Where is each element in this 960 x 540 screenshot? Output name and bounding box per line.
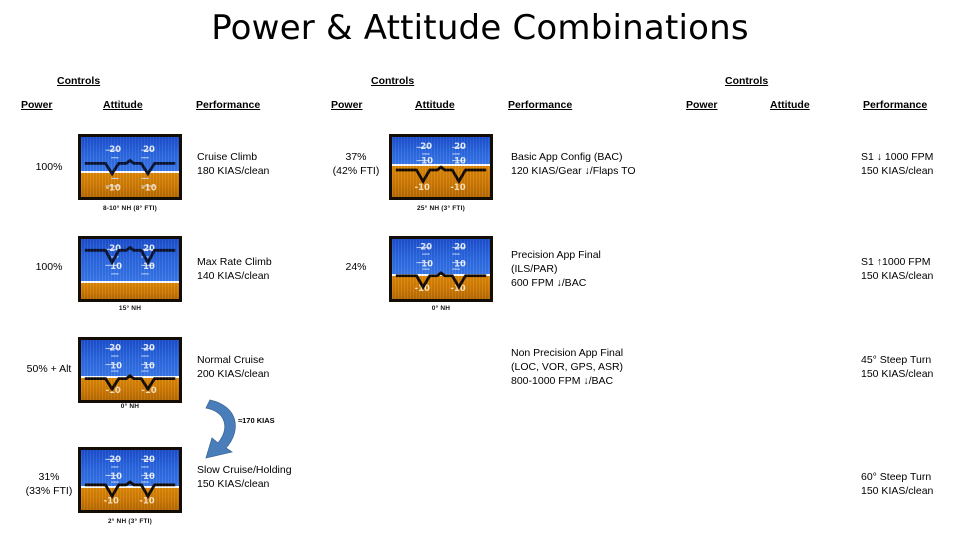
middle-row-3-performance: Non Precision App Final (LOC, VOR, GPS, … <box>511 347 624 387</box>
middle-row-2-power: 24% <box>345 261 367 273</box>
svg-text:10: 10 <box>143 261 155 271</box>
attitude-caption-middle-1: 25° NH (3° FTI) <box>417 205 465 212</box>
svg-text:20: 20 <box>454 141 466 151</box>
left-row-1-power: 100% <box>35 161 63 173</box>
svg-text:-10: -10 <box>105 183 120 193</box>
left-row-2-power: 100% <box>35 261 63 273</box>
attitude-indicator-left-4: 20 20 10 10 -10 -10 <box>78 447 182 513</box>
attitude-symbology-icon: 20 20 -10 -10 <box>84 144 176 193</box>
left-row-2-performance: Max Rate Climb 140 KIAS/clean <box>197 256 272 282</box>
attitude-symbology-icon: 20 20 10 10 -10 -10 <box>395 141 487 192</box>
header-attitude-middle: Attitude <box>415 99 455 111</box>
svg-text:-10: -10 <box>141 183 156 193</box>
svg-text:20: 20 <box>420 141 432 151</box>
attitude-symbology-icon: 20 20 10 10 -10 -10 <box>84 342 176 395</box>
right-row-4-performance: 60° Steep Turn 150 KIAS/clean <box>861 471 934 497</box>
attitude-symbology-icon: 20 20 10 10 <box>84 243 176 275</box>
middle-row-2-performance: Precision App Final (ILS/PAR) 600 FPM ↓/… <box>511 249 601 289</box>
attitude-indicator-left-1: 20 20 -10 -10 <box>78 134 182 200</box>
attitude-indicator-left-2: 20 20 10 10 <box>78 236 182 302</box>
attitude-caption-middle-2: 0° NH <box>431 305 451 312</box>
attitude-indicator-left-3: 20 20 10 10 -10 -10 <box>78 337 182 403</box>
svg-text:20: 20 <box>143 144 155 154</box>
left-row-3-performance: Normal Cruise 200 KIAS/clean <box>197 354 270 380</box>
left-row-4-power: 31% (33% FTI) <box>25 471 73 497</box>
header-performance-right: Performance <box>863 99 928 111</box>
svg-text:10: 10 <box>421 258 433 268</box>
attitude-caption-left-2: 15° NH <box>118 305 142 312</box>
middle-row-1-performance: Basic App Config (BAC) 120 KIAS/Gear ↓/F… <box>511 151 636 177</box>
header-power-middle: Power <box>331 99 363 111</box>
arrow-annotation-label: ≈170 KIAS <box>238 416 275 425</box>
svg-text:20: 20 <box>109 342 121 352</box>
header-controls-middle: Controls <box>371 75 415 87</box>
left-row-1-performance: Cruise Climb 180 KIAS/clean <box>197 151 270 177</box>
svg-text:10: 10 <box>110 261 122 271</box>
svg-text:-10: -10 <box>415 182 430 192</box>
page-title: Power & Attitude Combinations <box>211 8 749 48</box>
header-attitude-left: Attitude <box>103 99 143 111</box>
svg-text:10: 10 <box>454 258 466 268</box>
attitude-indicator-middle-1: 20 20 10 10 -10 -10 <box>389 134 493 200</box>
header-performance-left: Performance <box>196 99 261 111</box>
left-row-4-performance: Slow Cruise/Holding 150 KIAS/clean <box>197 464 292 490</box>
attitude-symbology-icon: 20 20 10 10 -10 -10 <box>84 454 176 506</box>
svg-text:20: 20 <box>454 241 466 251</box>
svg-text:20: 20 <box>143 454 155 464</box>
svg-text:20: 20 <box>420 241 432 251</box>
svg-text:10: 10 <box>454 155 466 165</box>
header-controls-left: Controls <box>57 75 101 87</box>
svg-text:-10: -10 <box>450 182 465 192</box>
svg-text:10: 10 <box>110 471 122 481</box>
header-controls-right: Controls <box>725 75 769 87</box>
right-row-2-performance: S1 ↑1000 FPM 150 KIAS/clean <box>861 256 934 282</box>
header-power-left: Power <box>21 99 53 111</box>
svg-text:10: 10 <box>421 155 433 165</box>
svg-text:10: 10 <box>143 471 155 481</box>
header-attitude-right: Attitude <box>770 99 810 111</box>
attitude-symbology-icon: 20 20 10 10 -10 -10 <box>395 241 487 293</box>
left-row-3-power: 50% + Alt <box>26 363 72 375</box>
curved-arrow-icon <box>198 396 258 460</box>
attitude-caption-left-1: 8-10° NH (8° FTI) <box>102 205 158 212</box>
svg-text:-10: -10 <box>104 496 119 506</box>
svg-text:-10: -10 <box>139 496 154 506</box>
svg-text:20: 20 <box>109 454 121 464</box>
svg-text:20: 20 <box>109 144 121 154</box>
middle-row-1-power: 37% (42% FTI) <box>332 151 380 177</box>
right-row-3-performance: 45° Steep Turn 150 KIAS/clean <box>861 354 934 380</box>
header-power-right: Power <box>686 99 718 111</box>
svg-text:20: 20 <box>143 342 155 352</box>
svg-text:10: 10 <box>110 360 122 370</box>
svg-text:20: 20 <box>143 243 155 253</box>
header-performance-middle: Performance <box>508 99 573 111</box>
svg-text:20: 20 <box>109 243 121 253</box>
right-row-1-performance: S1 ↓ 1000 FPM 150 KIAS/clean <box>861 151 934 177</box>
attitude-caption-left-4: 2° NH (3° FTI) <box>107 518 153 525</box>
attitude-indicator-middle-2: 20 20 10 10 -10 -10 <box>389 236 493 302</box>
attitude-caption-left-3: 0° NH <box>120 403 140 410</box>
svg-text:10: 10 <box>143 360 155 370</box>
